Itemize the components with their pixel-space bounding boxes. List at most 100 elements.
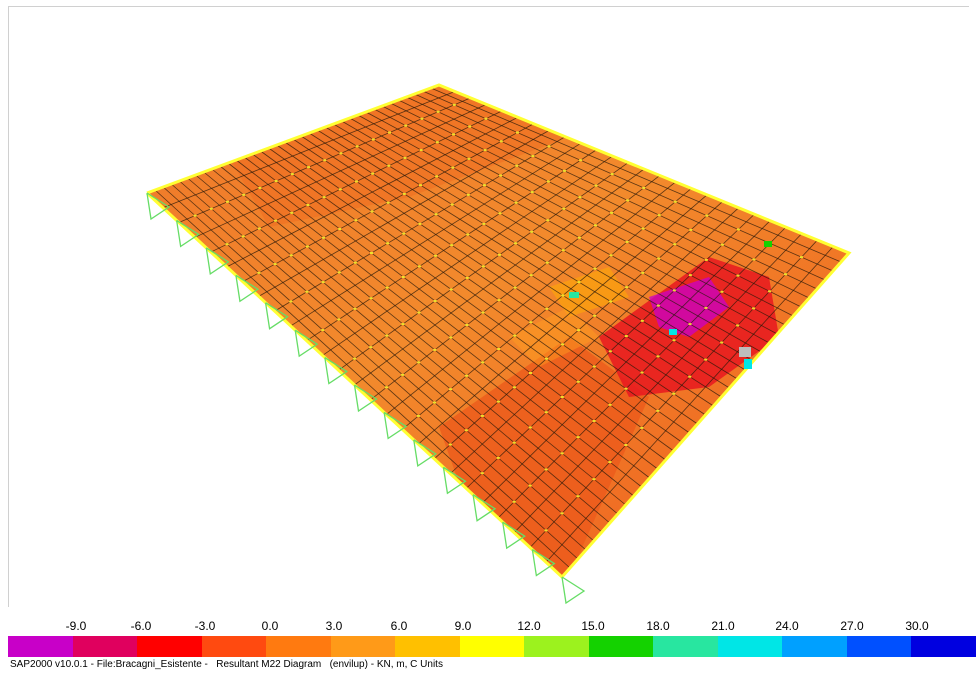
mesh-node — [209, 207, 213, 210]
mesh-node — [561, 343, 565, 346]
mesh-node — [720, 290, 724, 293]
mesh-node — [369, 346, 373, 349]
legend-swatch — [395, 636, 460, 657]
mesh-node — [338, 228, 342, 230]
mesh-line — [290, 142, 582, 327]
plate-edges — [145, 83, 852, 580]
mesh-node — [736, 324, 740, 327]
mesh-node — [449, 336, 453, 339]
mesh-line — [258, 129, 550, 297]
support-symbol — [235, 274, 260, 303]
mesh-node — [371, 138, 375, 141]
mesh-node — [401, 276, 405, 278]
mesh-node — [354, 180, 358, 183]
mesh-node — [513, 334, 517, 337]
mesh-node — [273, 263, 277, 266]
mesh-node — [289, 300, 293, 303]
contour-legend: -9.0 -6.0 -3.0 0.0 3.0 6.0 9.0 12.0 15.0… — [8, 618, 976, 658]
mesh-node — [642, 186, 646, 189]
mesh-node — [418, 222, 422, 225]
mesh-node — [482, 184, 486, 187]
mesh-node — [720, 341, 724, 344]
legend-swatch — [717, 636, 783, 657]
mesh-node — [355, 145, 359, 148]
mesh-node — [452, 133, 456, 136]
mesh-node — [481, 361, 485, 364]
mesh-node — [578, 196, 582, 199]
support-symbol — [561, 576, 586, 605]
mesh-node — [688, 274, 692, 277]
mesh-node — [577, 236, 581, 239]
mesh-node — [625, 286, 629, 289]
mesh-node — [672, 339, 676, 342]
mesh-node — [736, 274, 740, 277]
legend-swatch — [846, 636, 912, 657]
mesh-node — [609, 300, 613, 303]
mesh-node — [480, 414, 484, 417]
mesh-node — [513, 286, 517, 289]
legend-swatch — [8, 636, 73, 657]
legend-label: 24.0 — [775, 619, 799, 633]
legend-label: 21.0 — [711, 619, 735, 633]
mesh-node — [435, 141, 439, 144]
mesh-node — [257, 227, 261, 230]
mesh-node — [482, 222, 486, 225]
mesh-line — [481, 220, 771, 504]
status-bar-text: SAP2000 v10.0.1 - File:Bracagni_Esistent… — [10, 659, 443, 670]
mesh-node — [226, 200, 230, 203]
mesh-node — [323, 159, 327, 162]
legend-label: 6.0 — [390, 619, 408, 633]
mesh-node — [322, 236, 326, 239]
mesh-node — [403, 156, 407, 159]
model-viewport[interactable] — [8, 6, 969, 607]
mesh-line — [322, 155, 613, 356]
mesh-node — [385, 334, 389, 337]
support-symbol — [146, 192, 171, 221]
legend-swatch — [911, 636, 976, 657]
legend-swatch — [524, 636, 589, 657]
mesh-node — [290, 173, 294, 176]
support-symbol — [176, 219, 200, 248]
mesh-node — [592, 420, 596, 422]
legend-swatch — [72, 636, 138, 657]
mesh-node — [450, 203, 454, 206]
mesh-node — [387, 164, 391, 167]
mesh-node — [464, 429, 468, 432]
mesh-node — [576, 380, 580, 383]
mesh-line — [418, 194, 708, 445]
mesh-node — [656, 304, 660, 307]
mesh-node — [530, 191, 534, 194]
mesh-node — [371, 172, 375, 175]
mesh-node — [673, 243, 677, 246]
mesh-node — [544, 468, 548, 471]
mesh-node — [402, 232, 406, 235]
mesh-node — [610, 211, 614, 214]
mesh-node — [799, 256, 803, 259]
support-symbol — [442, 466, 467, 495]
legend-label: 18.0 — [646, 619, 670, 633]
mesh-node — [467, 157, 471, 160]
mesh-node — [242, 193, 246, 196]
mesh-node — [322, 196, 326, 199]
legend-swatch — [782, 636, 847, 657]
mesh-node — [768, 290, 772, 293]
mesh-node — [640, 319, 644, 322]
mesh-node — [624, 387, 628, 390]
mesh-node — [610, 173, 614, 176]
mesh-node — [704, 258, 708, 261]
support-symbol — [531, 549, 556, 577]
mesh-line — [386, 181, 676, 415]
mesh-node — [353, 261, 357, 264]
mesh-node — [433, 300, 437, 302]
mesh-node — [608, 461, 612, 464]
legend-label: 30.0 — [905, 619, 929, 633]
mesh-node — [688, 323, 692, 326]
mesh-node — [466, 193, 470, 196]
legend-swatch — [137, 636, 202, 657]
mesh-node — [512, 500, 516, 503]
mesh-node — [496, 400, 500, 403]
mesh-node — [529, 321, 533, 324]
mesh-node — [370, 252, 374, 254]
mesh-node — [433, 348, 437, 351]
mesh-node — [515, 131, 519, 134]
